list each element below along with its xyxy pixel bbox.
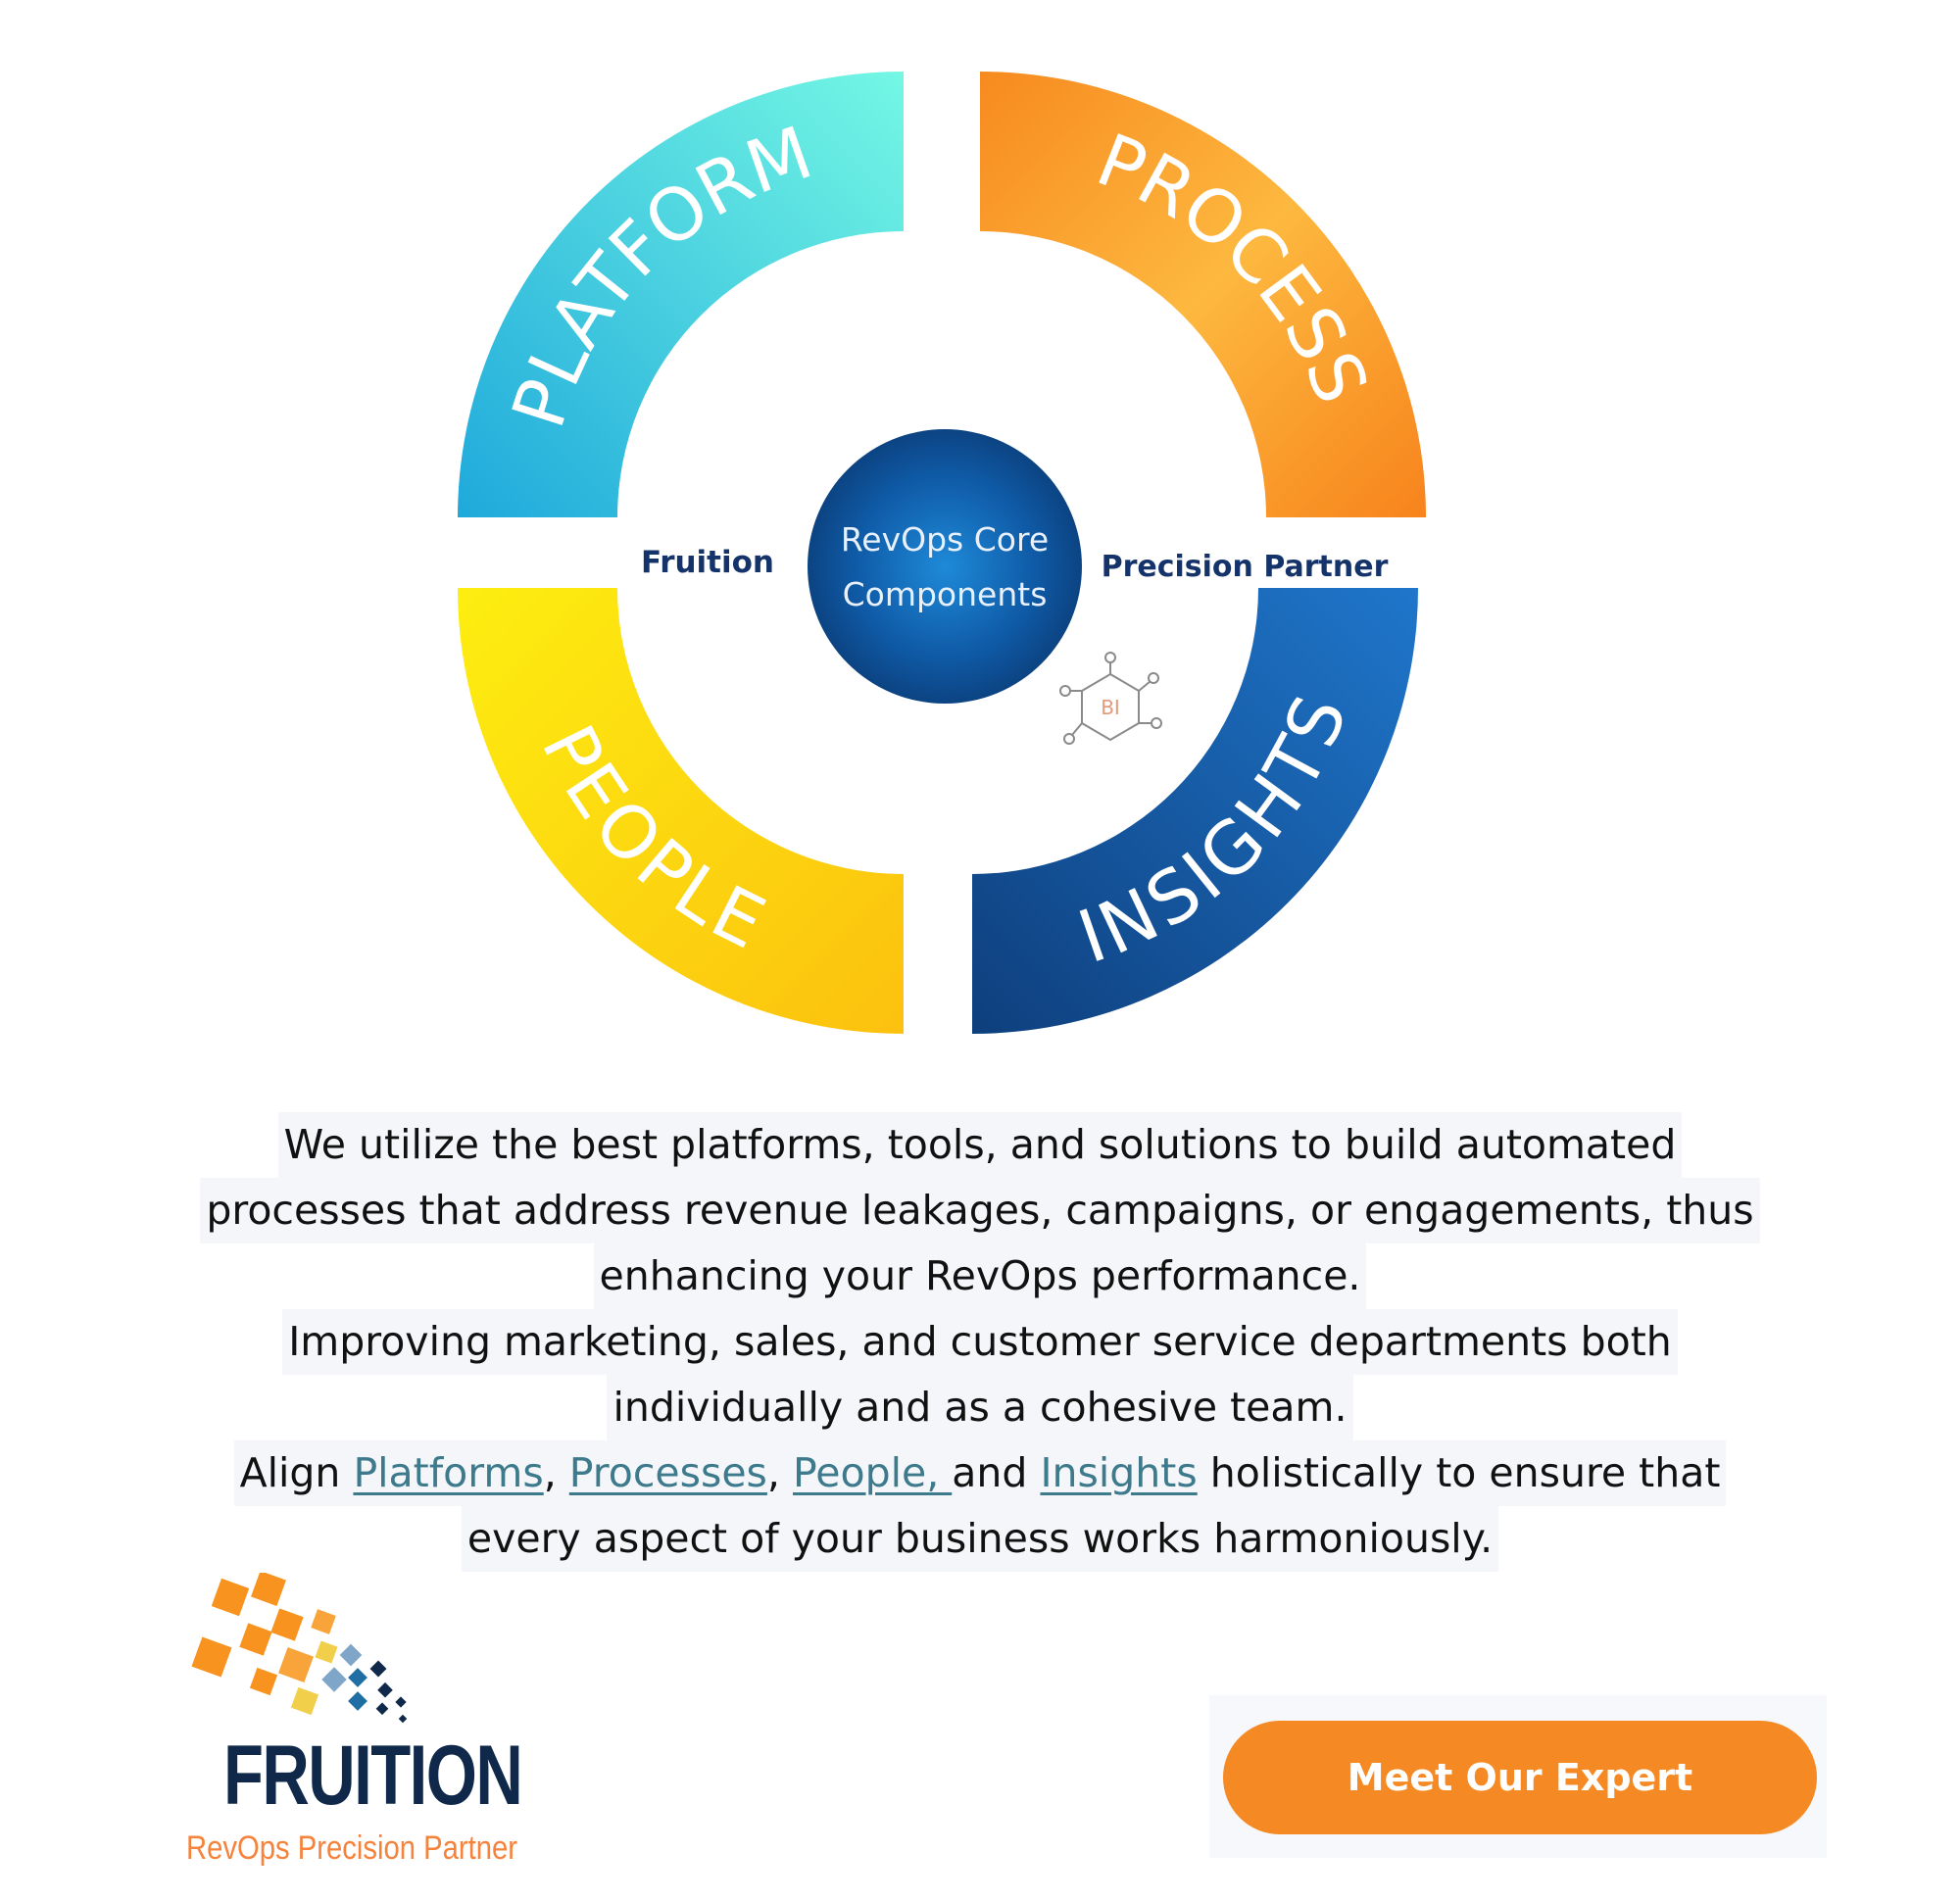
- description-line: Improving marketing, sales, and customer…: [282, 1309, 1678, 1375]
- center-circle: RevOps Core Components: [808, 429, 1082, 704]
- quadrant-people: [458, 588, 904, 1034]
- align-text: Align: [239, 1449, 354, 1496]
- and-text: and: [952, 1449, 1041, 1496]
- logo-squares-icon: [191, 1571, 408, 1724]
- logo-tagline: RevOps Precision Partner: [186, 1829, 518, 1867]
- description-line: individually and as a cohesive team.: [607, 1375, 1353, 1440]
- suffix-text: holistically to ensure that: [1197, 1449, 1721, 1496]
- center-label-line1: RevOps Core: [841, 520, 1049, 559]
- bi-hexagon-icon: BI: [1059, 652, 1162, 745]
- quadrant-platform: [458, 72, 904, 517]
- description-line: every aspect of your business works harm…: [461, 1506, 1499, 1572]
- precision-partner-label: Precision Partner: [1102, 550, 1389, 584]
- revops-core-components-diagram: PLATFORM PROCESS PEOPLE INSIGHTS RevOps …: [458, 72, 1426, 1034]
- logo-wordmark: FRUITION: [223, 1729, 523, 1823]
- cta-container: Meet Our Expert: [1209, 1695, 1827, 1858]
- description-text: We utilize the best platforms, tools, an…: [0, 1112, 1960, 1572]
- separator: ,: [543, 1449, 569, 1496]
- description-line-links: Align Platforms, Processes, People, and …: [233, 1440, 1727, 1506]
- link-insights[interactable]: Insights: [1040, 1449, 1198, 1496]
- fruition-label: Fruition: [641, 545, 774, 580]
- meet-our-expert-button[interactable]: Meet Our Expert: [1223, 1721, 1817, 1834]
- quadrant-insights: [972, 588, 1418, 1034]
- link-processes[interactable]: Processes: [568, 1449, 767, 1496]
- quadrant-process: [980, 72, 1426, 517]
- description-line: enhancing your RevOps performance.: [593, 1243, 1367, 1309]
- link-platforms[interactable]: Platforms: [353, 1449, 544, 1496]
- separator: ,: [766, 1449, 793, 1496]
- link-people[interactable]: People,: [793, 1449, 953, 1496]
- description-line: processes that address revenue leakages,…: [200, 1178, 1760, 1243]
- center-label-line2: Components: [843, 575, 1048, 613]
- fruition-logo: FRUITION RevOps Precision Partner: [186, 1571, 523, 1867]
- svg-text:BI: BI: [1101, 696, 1120, 719]
- description-line: We utilize the best platforms, tools, an…: [277, 1112, 1683, 1178]
